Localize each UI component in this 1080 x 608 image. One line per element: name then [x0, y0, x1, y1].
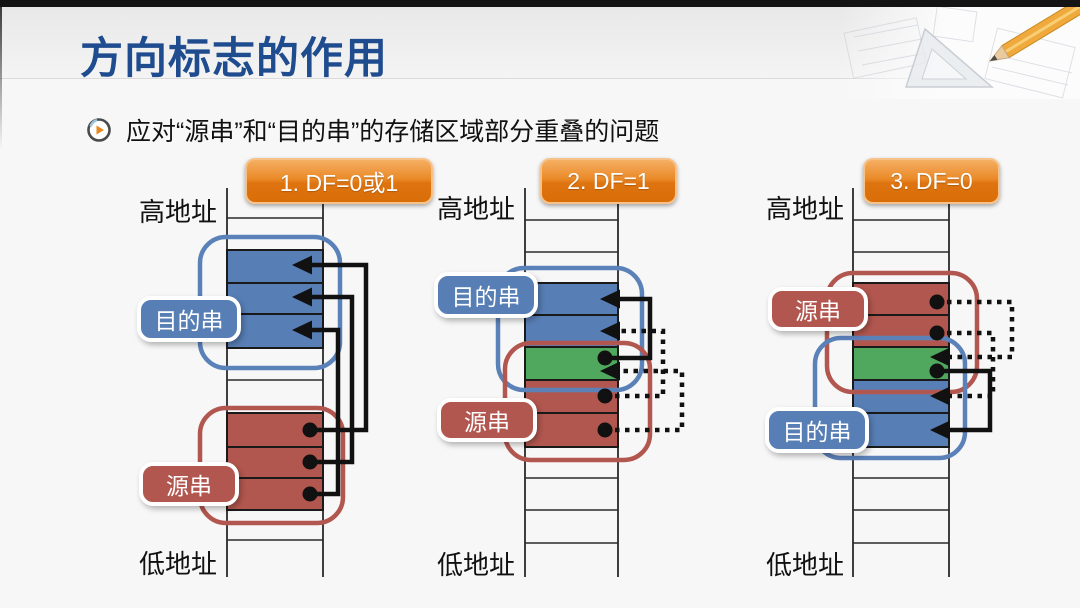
badge-df-1: 2. DF=1: [540, 158, 677, 204]
bullet-text: 应对“源串”和“目的串”的存储区域部分重叠的问题: [126, 118, 660, 146]
src-string-pill: 源串: [768, 287, 868, 331]
bullet-row: 应对“源串”和“目的串”的存储区域部分重叠的问题: [86, 112, 659, 148]
high-address-label: 高地址: [437, 194, 516, 224]
left-edge-shadow: [0, 0, 2, 150]
dest-region-outline: [812, 335, 968, 461]
play-bullet-icon: [87, 118, 111, 142]
dest-cells: [524, 282, 619, 348]
copy-arrows: [597, 289, 685, 438]
high-address-label: 高地址: [139, 197, 218, 227]
copy-arrows-solid: [292, 255, 369, 502]
memory-diagram-1: [197, 188, 369, 577]
ladder-rungs: [227, 217, 323, 541]
low-address-label: 低地址: [139, 549, 218, 579]
set-square-hole: [921, 48, 968, 80]
src-string-pill: 源串: [139, 462, 239, 506]
ladder-rungs: [853, 219, 949, 544]
top-black-bar: [0, 0, 1080, 7]
dest-string-pill: 目的串: [765, 407, 869, 453]
page-title: 方向标志的作用: [80, 35, 388, 83]
badge-df-any: 1. DF=0或1: [245, 158, 433, 204]
dest-string-pill: 目的串: [137, 296, 241, 342]
copy-arrows: [929, 294, 1015, 440]
dest-string-pill: 目的串: [434, 272, 538, 318]
pencil-icon: [988, 7, 1080, 62]
corner-decoration: [840, 7, 1080, 99]
badge-df-0: 3. DF=0: [863, 158, 1000, 204]
src-string-pill: 源串: [437, 398, 537, 442]
memory-diagram-2: [495, 188, 685, 577]
pencil-blueprint-art: [843, 7, 1080, 99]
low-address-label: 低地址: [766, 550, 845, 580]
high-address-label: 高地址: [766, 194, 845, 224]
memory-diagram-3: [812, 188, 1015, 577]
ladder-rungs: [525, 219, 618, 544]
low-address-label: 低地址: [437, 550, 516, 580]
